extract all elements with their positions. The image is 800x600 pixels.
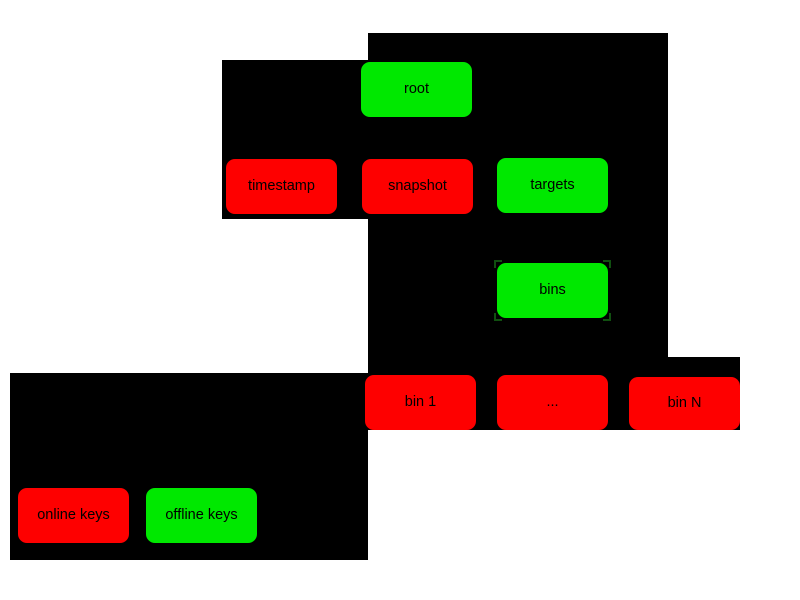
node-label-timestamp: timestamp xyxy=(248,178,315,195)
node-label-offline-keys: offline keys xyxy=(165,507,238,524)
node-label-targets: targets xyxy=(530,177,575,194)
node-root[interactable]: root xyxy=(361,62,472,117)
node-online-keys[interactable]: online keys xyxy=(18,488,129,543)
node-snapshot[interactable]: snapshot xyxy=(362,159,473,214)
node-bin-n[interactable]: bin N xyxy=(629,377,740,430)
node-offline-keys[interactable]: offline keys xyxy=(146,488,257,543)
node-bin-ellipsis[interactable]: ... xyxy=(497,375,608,430)
node-bins[interactable]: bins xyxy=(494,260,611,321)
node-label-bins: bins xyxy=(539,282,566,299)
node-label-snapshot: snapshot xyxy=(388,178,447,195)
node-timestamp[interactable]: timestamp xyxy=(226,159,337,214)
node-label-bin-n: bin N xyxy=(667,395,702,412)
node-label-online-keys: online keys xyxy=(37,507,110,524)
node-label-bin-1: bin 1 xyxy=(404,394,437,411)
node-targets[interactable]: targets xyxy=(497,158,608,213)
node-label-root: root xyxy=(404,81,429,98)
node-bin-1[interactable]: bin 1 xyxy=(365,375,476,430)
node-label-bin-ellipsis: ... xyxy=(546,394,559,411)
